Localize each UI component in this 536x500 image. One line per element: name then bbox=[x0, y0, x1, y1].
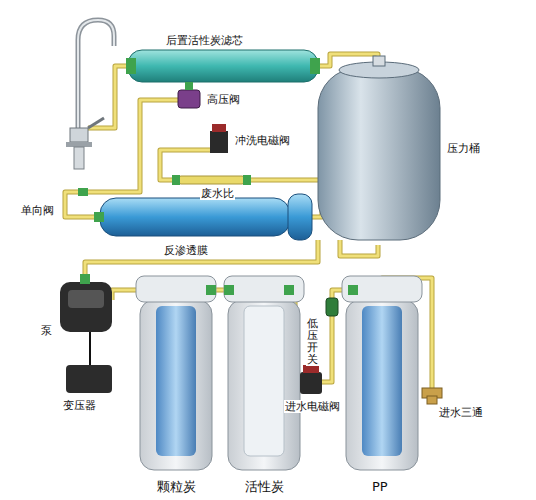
waste-ratio bbox=[172, 175, 251, 185]
low-pressure-switch bbox=[326, 298, 338, 316]
part-name: 反渗透膜 bbox=[163, 244, 209, 257]
part-name: 颗粒炭 bbox=[156, 479, 197, 495]
part-name: 低压开关 bbox=[306, 318, 319, 366]
check-valve bbox=[78, 188, 88, 196]
part-name: 变压器 bbox=[62, 399, 97, 412]
part-name: 单向阀 bbox=[20, 204, 55, 217]
part-name: 高压阀 bbox=[206, 93, 241, 106]
transformer bbox=[66, 365, 112, 393]
part-name: 冲洗电磁阀 bbox=[234, 134, 291, 147]
part-name: PP bbox=[371, 479, 389, 495]
faucet bbox=[66, 20, 114, 169]
pump bbox=[60, 274, 112, 365]
part-name: 泵 bbox=[40, 324, 53, 337]
pressure-tank bbox=[318, 56, 440, 240]
part-name: 活性炭 bbox=[244, 479, 285, 495]
part-name: 进水三通 bbox=[438, 406, 484, 419]
filter-housings bbox=[136, 276, 422, 470]
part-name: 废水比 bbox=[200, 187, 235, 200]
flush-solenoid bbox=[210, 124, 228, 153]
part-name: 后置活性炭滤芯 bbox=[165, 34, 244, 47]
post-carbon-filter bbox=[126, 50, 320, 82]
part-name: 进水电磁阀 bbox=[284, 400, 341, 413]
inlet-solenoid bbox=[300, 365, 322, 394]
high-pressure-valve bbox=[178, 82, 200, 108]
ro-membrane bbox=[94, 194, 312, 240]
inlet-tee bbox=[422, 388, 442, 404]
part-name: 压力桶 bbox=[446, 142, 481, 155]
